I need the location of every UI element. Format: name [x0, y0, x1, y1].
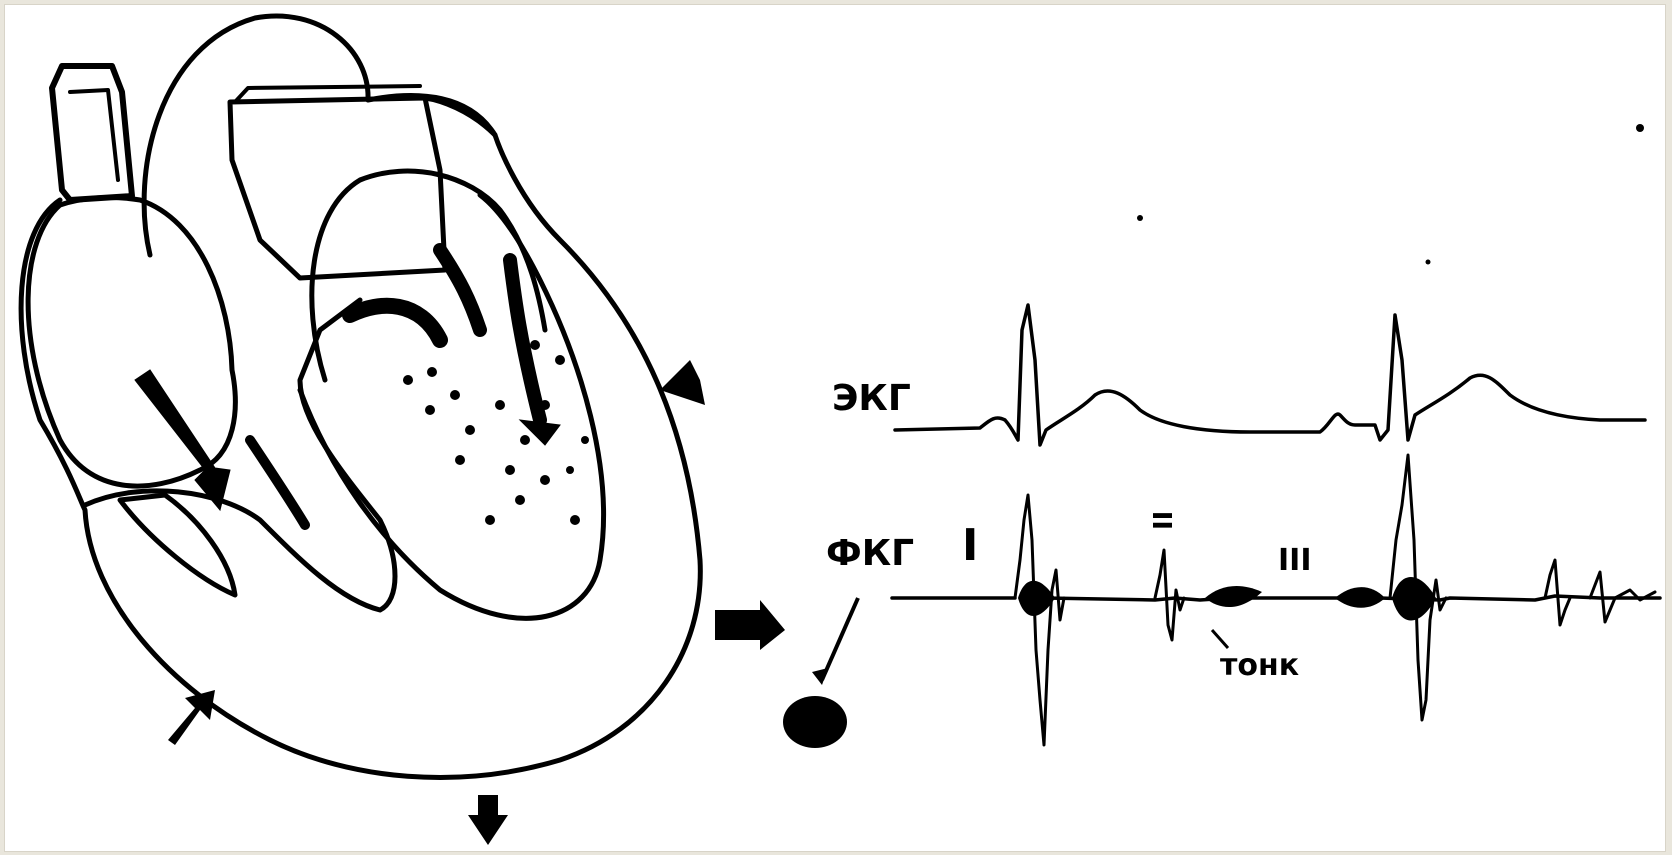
arrow-upper-right	[660, 360, 705, 405]
pcg-tail-burst-1	[1545, 560, 1570, 625]
right-ventricle	[85, 300, 395, 610]
tone-3-label: III	[1278, 543, 1312, 578]
blood-dots	[403, 340, 589, 525]
ekg-label: ЭКГ	[832, 378, 911, 419]
murmur-pointer	[1212, 630, 1228, 648]
ecg-trace	[895, 305, 1645, 445]
heart-illustration	[21, 16, 785, 845]
arrow-down	[468, 795, 508, 845]
tone-2-label: II	[1149, 511, 1179, 530]
pcg-s1-burst-1	[1015, 495, 1064, 745]
microphone-sensor	[783, 598, 858, 748]
fkg-label: ФКГ	[826, 533, 914, 574]
pulmonary-trunk	[230, 98, 445, 278]
murmur-label: тонк	[1220, 648, 1299, 683]
tone-1-label: I	[962, 520, 978, 571]
scan-specks	[1137, 124, 1644, 265]
outward-arrows	[168, 360, 785, 845]
pcg-murmur-fill-2	[1335, 587, 1385, 608]
pcg-murmur-fill-1	[1205, 586, 1262, 607]
tricuspid-leaflet	[120, 495, 235, 595]
vena-cava	[52, 66, 132, 200]
vena-cava-inner	[70, 90, 118, 180]
pcg-s2-burst	[1155, 550, 1184, 640]
pcg-trace	[892, 455, 1660, 745]
right-atrium	[28, 198, 235, 487]
arrow-lower-left	[168, 690, 215, 745]
arrow-right	[715, 600, 785, 650]
